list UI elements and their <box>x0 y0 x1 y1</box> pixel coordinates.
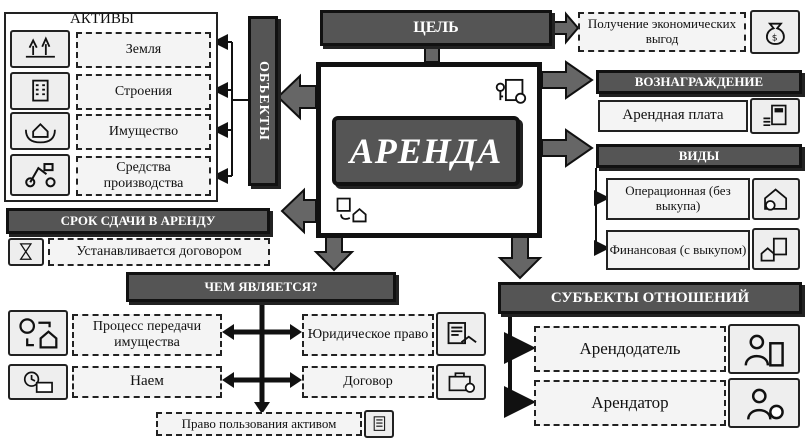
asset-land: Земля <box>76 32 211 68</box>
businessman-building-icon <box>728 324 800 374</box>
house-coin-icon <box>752 178 800 220</box>
assets-title: АКТИВЫ <box>70 11 134 27</box>
asset-production-means: Средства производства <box>76 156 211 196</box>
arrow-to-objects <box>276 73 317 121</box>
what-is-hire: Наем <box>72 366 222 398</box>
goal-header: ЦЕЛЬ <box>320 10 552 46</box>
type-financial: Финансовая (с выкупом) <box>606 230 750 270</box>
type-operating: Операционная (без выкупа) <box>606 178 750 220</box>
asset-buildings: Строения <box>76 74 211 110</box>
checklist-icon <box>364 410 394 438</box>
arrow-to-reward <box>541 60 594 100</box>
arrow-to-types <box>541 128 594 168</box>
arrow-goal-to-item <box>551 11 580 45</box>
types-header: ВИДЫ <box>596 144 802 168</box>
subjects-header: СУБЪЕКТЫ ОТНОШЕНИЙ <box>498 282 802 314</box>
contract-key-icon <box>488 70 534 110</box>
handshake-document-icon <box>436 312 486 356</box>
objects-header: ОБЪЕКТЫ <box>248 16 278 186</box>
briefcase-gear-icon <box>436 364 486 400</box>
property-hands-icon <box>10 112 70 150</box>
what-is-use-right: Право пользования активом <box>156 412 362 436</box>
building-icon <box>10 72 70 110</box>
production-means-icon <box>10 154 70 196</box>
term-header: СРОК СДАЧИ В АРЕНДУ <box>6 208 270 234</box>
document-house-icon <box>330 190 374 230</box>
reward-item: Арендная плата <box>598 100 748 132</box>
subject-lessor: Арендодатель <box>534 326 726 372</box>
clock-money-icon <box>8 364 68 400</box>
what-is-legal-right: Юридическое право <box>302 314 434 356</box>
subject-lessee: Арендатор <box>534 380 726 426</box>
center-title: АРЕНДА <box>349 131 503 171</box>
asset-property: Имущество <box>76 114 211 150</box>
center-title-box: АРЕНДА <box>332 116 520 186</box>
land-icon <box>10 30 70 68</box>
house-document-icon <box>752 228 800 270</box>
goal-item: Получение экономических выгод <box>578 12 746 52</box>
what-is-contract: Договор <box>302 366 434 398</box>
arrow-to-subjects <box>497 235 543 280</box>
businessman-coin-icon <box>728 378 800 428</box>
hourglass-icon <box>8 238 44 266</box>
reward-header: ВОЗНАГРАЖДЕНИЕ <box>596 70 802 94</box>
svg-text:$: $ <box>771 32 777 43</box>
term-item: Устанавливается договором <box>48 238 270 266</box>
what-is-header: ЧЕМ ЯВЛЯЕТСЯ? <box>126 272 396 302</box>
arrow-to-what-is <box>313 235 355 272</box>
arrow-to-term <box>280 187 317 235</box>
money-house-cycle-icon <box>8 310 68 356</box>
what-is-transfer: Процесс передачи имущества <box>72 314 222 356</box>
calculator-coins-icon <box>750 98 800 134</box>
money-bag-icon: $ <box>750 10 800 54</box>
